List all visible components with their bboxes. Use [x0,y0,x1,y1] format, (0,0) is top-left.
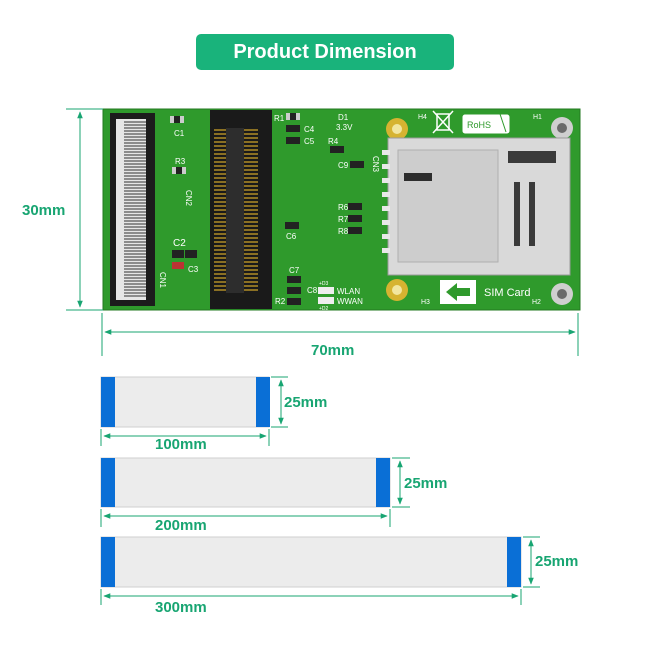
label-r8: R8 [338,227,349,236]
label-c8: C8 [307,286,318,295]
label-cn2: CN2 [184,190,193,207]
mini-pcie-slot-cn2 [210,110,272,309]
mounting-holes [386,117,573,305]
label-c4: C4 [304,125,315,134]
sim-pin [382,192,390,197]
board-width-dimension [101,313,579,356]
label-r7: R7 [338,215,349,224]
rohs-logo [461,113,511,135]
cable-300-width-label: 25mm [535,553,579,570]
ffc-cable-300 [100,536,522,588]
page-title: Product Dimension [196,34,454,70]
label-r2: R2 [275,297,286,306]
cable-100-width-label: 25mm [284,394,328,411]
ffc-cable-300-dimensions [100,536,540,605]
ffc-cable-100 [100,376,270,428]
board-height-label: 30mm [22,202,66,219]
weee-bin-icon [432,110,454,134]
cable-100-length-label: 100mm [155,436,207,453]
label-voltage: 3.3V [336,123,353,132]
label-c2: C2 [173,238,186,249]
label-c1: C1 [174,129,185,138]
label-r1: R1 [274,114,285,123]
cable-200-length-label: 200mm [155,517,207,534]
board-height-dimension [66,108,103,311]
fpc-connector-cn1 [110,113,155,306]
label-wwan: WWAN [337,297,363,306]
cable-300-length-label: 300mm [155,599,207,616]
label-wlan: WLAN [337,287,360,296]
smd-components [170,113,364,305]
label-d1: D1 [338,113,349,122]
label-h3: H3 [421,299,430,306]
label-h2: H2 [532,299,541,306]
label-c3: C3 [188,265,199,274]
sim-pin [382,220,390,225]
label-cn3: CN3 [371,156,380,173]
label-c7: C7 [289,266,300,275]
label-d3: +D3 [319,281,329,287]
label-r4: R4 [328,137,339,146]
board-width-label: 70mm [311,342,355,359]
label-r3: R3 [175,157,186,166]
sim-pin [382,234,390,239]
label-sim-card: SIM Card [484,287,530,299]
sim-pin [382,178,390,183]
label-c5: C5 [304,137,315,146]
sim-card-slot [382,137,571,276]
sim-insert-arrow-icon [440,280,476,304]
cable-200-width-label: 25mm [404,475,448,492]
sim-pin [382,206,390,211]
ffc-cable-200 [100,457,391,508]
sim-pin [382,248,390,253]
sim-pin [382,150,390,155]
ffc-cable-100-dimensions [100,376,288,446]
label-d2: +D2 [319,306,329,312]
label-h4: H4 [418,114,427,121]
ffc-cable-200-dimensions [100,457,410,527]
pcb-board: C1 R3 CN2 C2 C3 CN1 R1 C4 C5 D1 3.3V R4 … [102,108,581,312]
label-h1: H1 [533,114,542,121]
label-rohs: RoHS [467,120,491,130]
label-cn1: CN1 [158,272,167,289]
label-c6: C6 [286,232,297,241]
sim-pin [382,164,390,169]
label-c9: C9 [338,161,349,170]
label-r6: R6 [338,203,349,212]
